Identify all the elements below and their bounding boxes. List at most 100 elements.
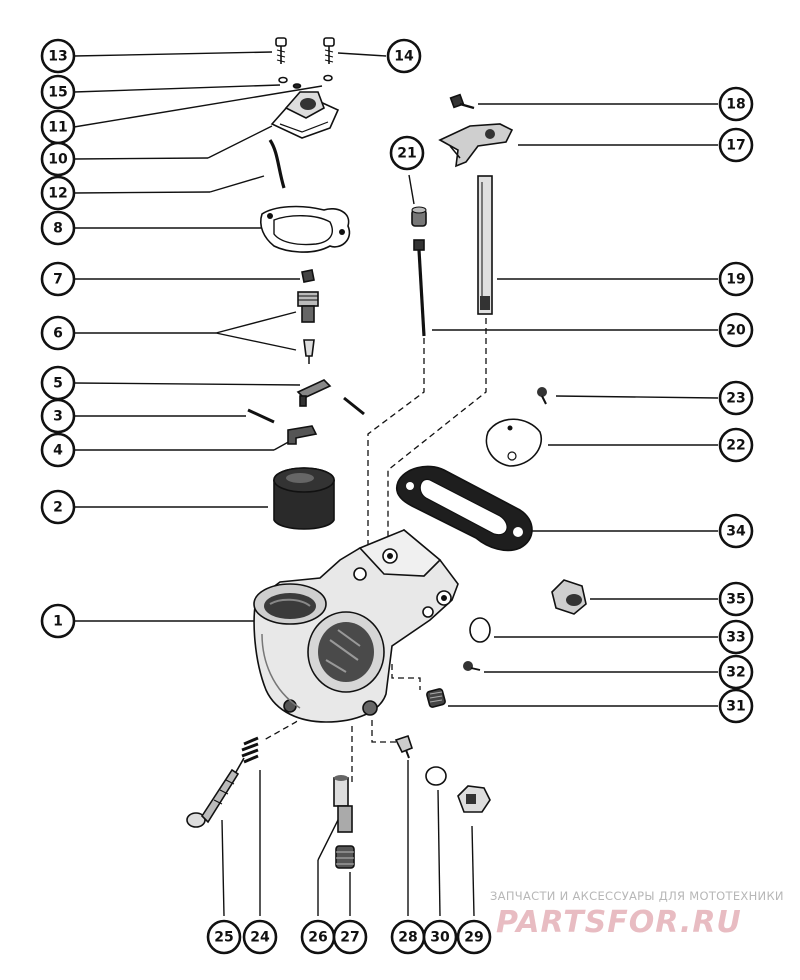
needle-seat-6	[297, 291, 319, 364]
callout-5: 5	[40, 365, 76, 401]
callout-number: 19	[726, 272, 745, 288]
callout-number: 20	[726, 323, 746, 339]
callout-circle	[718, 312, 754, 348]
washer-15b	[323, 74, 333, 82]
callout-34: 34	[718, 513, 754, 549]
callout-17: 17	[718, 127, 754, 163]
callout-number: 1	[53, 614, 63, 630]
callout-circle	[40, 603, 76, 639]
callout-15: 15	[40, 74, 76, 110]
callout-circle	[40, 489, 76, 525]
callout-circle	[718, 688, 754, 724]
callout-31: 31	[718, 688, 754, 724]
callout-number: 12	[48, 186, 67, 202]
callout-number: 6	[53, 326, 63, 342]
carburetor-body-1	[253, 528, 459, 723]
watermark-caption: ЗАПЧАСТИ И АКСЕССУАРЫ ДЛЯ МОТОТЕХНИКИ	[490, 889, 784, 903]
callout-1: 1	[40, 603, 76, 639]
callout-circle	[718, 127, 754, 163]
callout-14: 14	[386, 38, 422, 74]
callout-circle	[40, 38, 76, 74]
callout-circle	[40, 175, 76, 211]
callout-6: 6	[40, 315, 76, 351]
callout-21: 21	[389, 135, 425, 171]
callout-10: 10	[40, 141, 76, 177]
callout-circle	[40, 315, 76, 351]
callout-number: 3	[53, 409, 63, 425]
drain-plug-29	[457, 785, 491, 813]
callout-35: 35	[718, 581, 754, 617]
callout-circle	[718, 380, 754, 416]
washer-11	[292, 83, 302, 89]
pin-3a	[247, 408, 275, 424]
callout-circle	[389, 135, 425, 171]
bushing-21	[411, 206, 427, 227]
callout-22: 22	[718, 427, 754, 463]
callout-circle	[40, 261, 76, 297]
callout-4: 4	[40, 432, 76, 468]
callout-32: 32	[718, 654, 754, 690]
callout-circle	[718, 654, 754, 690]
callout-number: 28	[398, 930, 417, 946]
callout-30: 30	[422, 919, 458, 955]
callout-23: 23	[718, 380, 754, 416]
leader-lines	[73, 51, 719, 917]
callout-circle	[718, 581, 754, 617]
clip-4	[287, 425, 318, 445]
callout-number: 26	[308, 930, 327, 946]
throttle-plate-22	[485, 418, 543, 467]
callout-circle	[718, 427, 754, 463]
callout-circle	[386, 38, 422, 74]
screw-28	[394, 734, 413, 759]
callout-8: 8	[40, 210, 76, 246]
throttle-lever-17	[438, 123, 514, 168]
callout-2: 2	[40, 489, 76, 525]
callout-12: 12	[40, 175, 76, 211]
callout-circle	[456, 919, 492, 955]
callout-number: 33	[726, 630, 745, 646]
callout-33: 33	[718, 619, 754, 655]
callout-circle	[718, 261, 754, 297]
callout-circle	[718, 513, 754, 549]
hose-12	[268, 139, 286, 189]
choke-shaft-20	[413, 239, 426, 337]
callout-number: 23	[726, 391, 745, 407]
callout-19: 19	[718, 261, 754, 297]
callout-circle	[242, 919, 278, 955]
o-ring-33	[469, 617, 491, 643]
callout-number: 8	[53, 221, 63, 237]
flange-gasket-34	[396, 465, 533, 552]
float-2	[273, 467, 335, 530]
callout-circle	[40, 141, 76, 177]
callout-number: 14	[394, 49, 414, 65]
throttle-shaft-19	[477, 175, 493, 315]
screw-32	[463, 661, 481, 671]
callout-number: 10	[48, 152, 68, 168]
callout-7: 7	[40, 261, 76, 297]
callout-circle	[718, 619, 754, 655]
callout-circle	[40, 398, 76, 434]
callout-number: 7	[53, 272, 63, 288]
callout-number: 17	[726, 138, 745, 154]
callout-circle	[206, 919, 242, 955]
washer-15a	[278, 76, 288, 84]
callout-number: 30	[430, 930, 450, 946]
callout-27: 27	[332, 919, 368, 955]
screw-23	[537, 387, 547, 405]
callout-13: 13	[40, 38, 76, 74]
callout-25: 25	[206, 919, 242, 955]
callout-24: 24	[242, 919, 278, 955]
callout-circle	[40, 210, 76, 246]
float-arm-5	[296, 379, 332, 407]
callout-11: 11	[40, 109, 76, 145]
callout-number: 18	[726, 97, 745, 113]
screw-14	[323, 37, 335, 64]
callout-number: 5	[53, 376, 63, 392]
callout-number: 11	[48, 120, 67, 136]
mixture-screw-25	[186, 757, 245, 828]
callout-number: 34	[726, 524, 746, 540]
nozzle-26	[333, 775, 353, 833]
callout-18: 18	[718, 86, 754, 122]
